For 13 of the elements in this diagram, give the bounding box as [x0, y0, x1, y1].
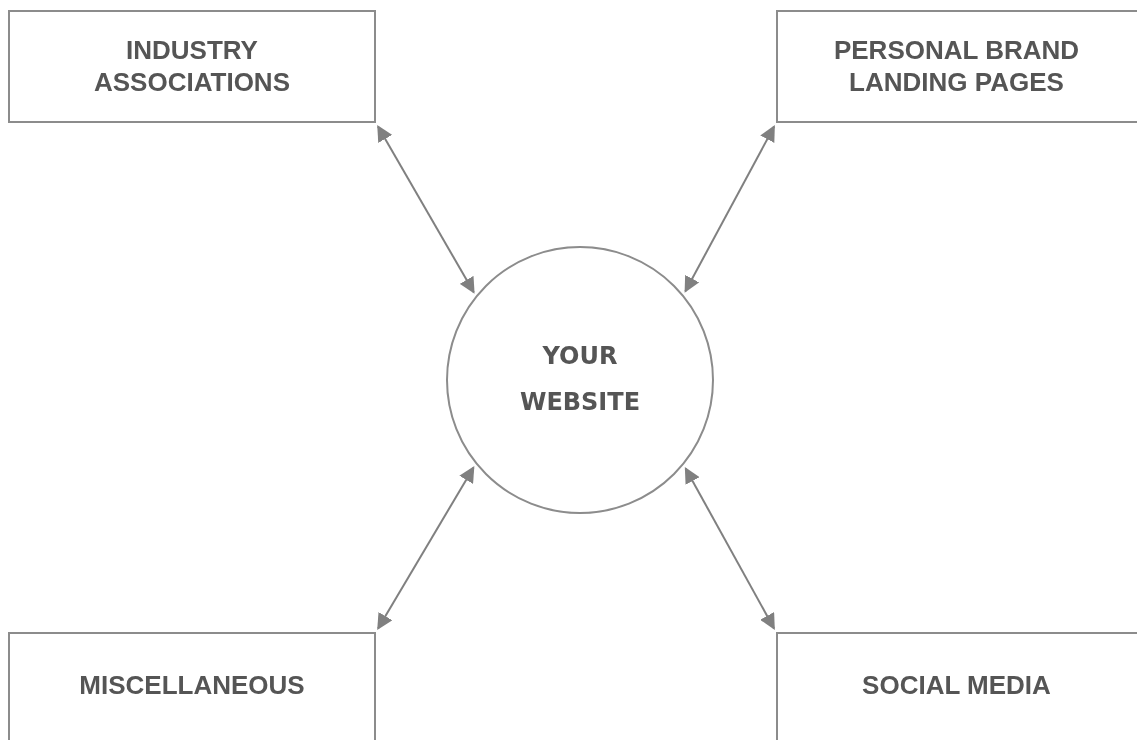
node-label: INDUSTRY ASSOCIATIONS [93, 35, 291, 98]
node-label: PERSONAL BRAND LANDING PAGES [832, 35, 1081, 98]
double-arrow [684, 125, 776, 293]
category-box [8, 632, 376, 740]
double-arrow [684, 467, 776, 630]
node-label: MISCELLANEOUS [79, 670, 305, 702]
category-box [8, 10, 376, 123]
category-box [776, 632, 1137, 740]
double-arrow [377, 466, 475, 630]
category-box [776, 10, 1137, 123]
node-label: SOCIAL MEDIA [862, 670, 1051, 702]
double-arrow [377, 125, 475, 294]
node-label: YOUR WEBSITE [518, 341, 642, 418]
